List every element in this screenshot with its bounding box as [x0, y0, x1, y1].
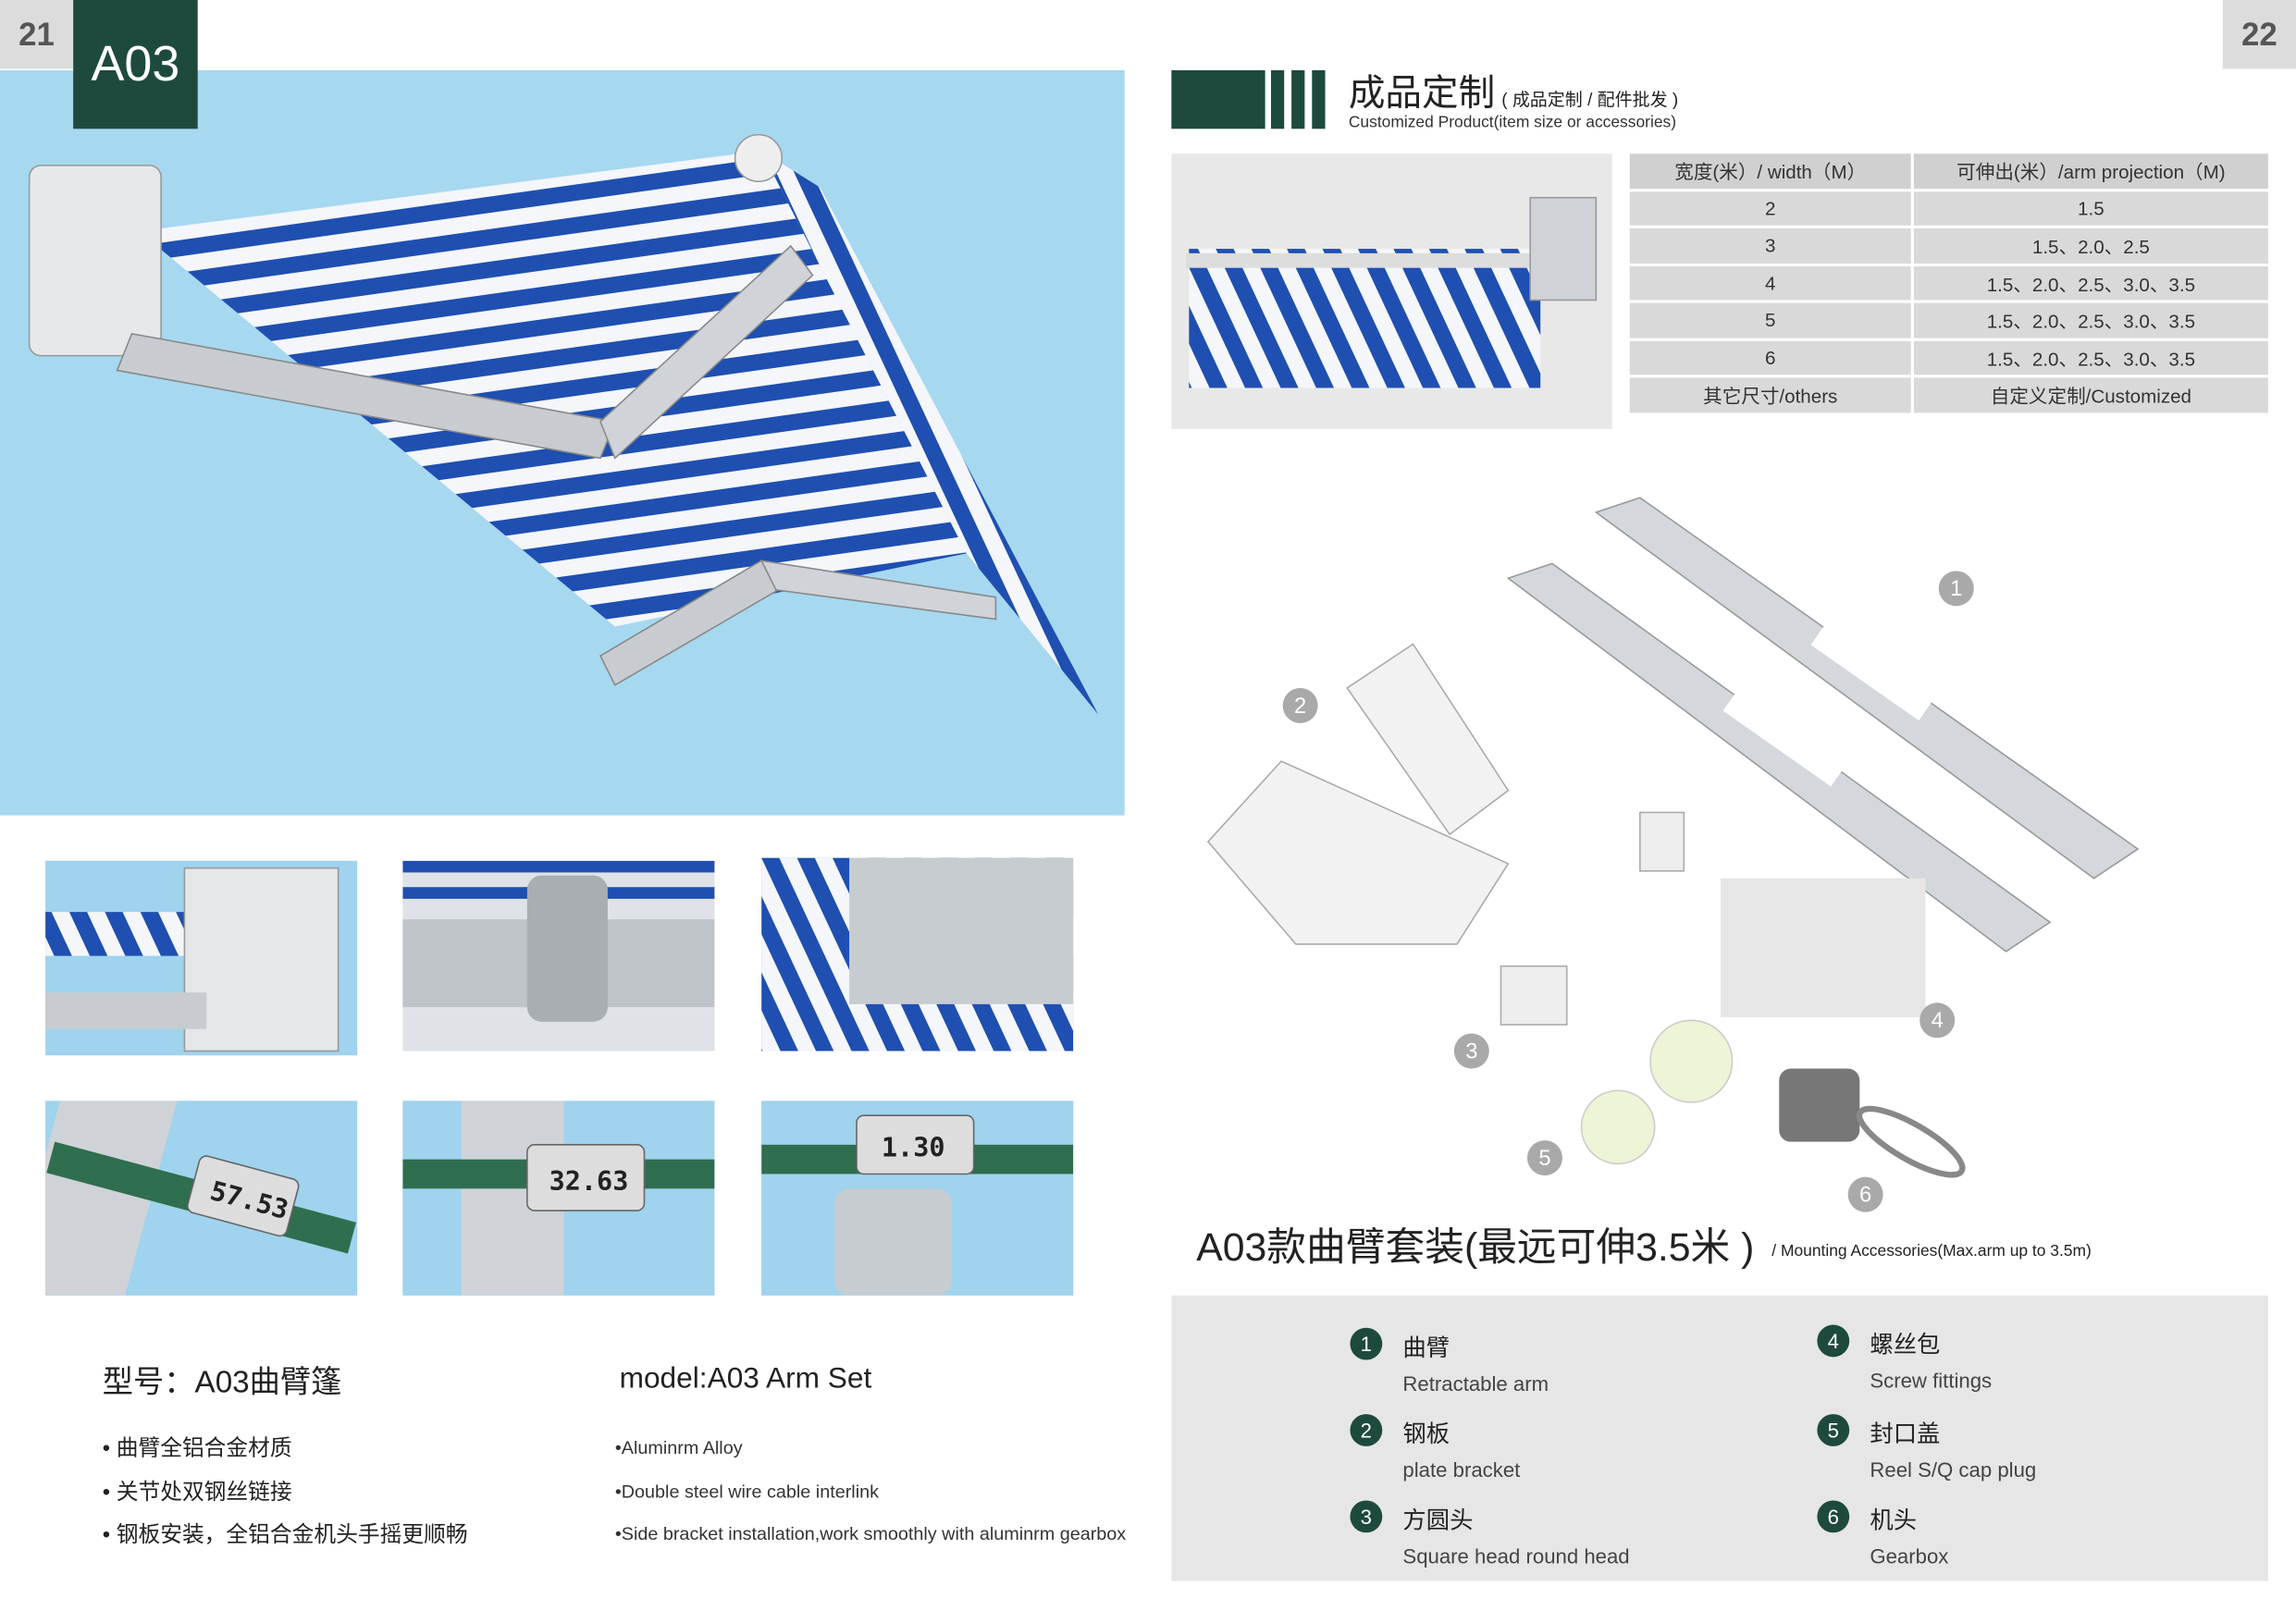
legend-number: 2	[1350, 1414, 1383, 1446]
legend-cn: 方圆头	[1402, 1508, 1474, 1534]
parts-legend: 1 曲臂 Retractable arm 2 钢板 plate bracket 3 方圆头…	[1171, 1295, 2268, 1581]
caliper-photo-3: 1.30	[761, 1100, 1074, 1296]
caliper-photo-2: 32.63	[402, 1100, 715, 1296]
legend-en: Reel S/Q cap plug	[1870, 1457, 2037, 1482]
legend-cn: 螺丝包	[1870, 1334, 1941, 1359]
parts-photo: 1 2 3 4 5 6	[1171, 469, 2268, 1223]
legend-cn: 钢板	[1402, 1422, 1450, 1448]
legend-number: 6	[1817, 1500, 1850, 1533]
table-cell: 1.5、2.0、2.5、3.0、3.5	[1913, 265, 2268, 301]
legend-item: 2 钢板 plate bracket	[1350, 1414, 1520, 1482]
legend-number: 4	[1817, 1324, 1850, 1358]
legend-en: Retractable arm	[1402, 1371, 1549, 1396]
table-cell: 1.5、2.0、2.5	[1913, 227, 2268, 264]
caliper-photo-1: 57.53	[45, 1100, 358, 1296]
legend-item: 4 螺丝包 Screw fittings	[1817, 1324, 1993, 1393]
table-cell: 5	[1629, 302, 1911, 338]
set-title-en: / Mounting Accessories(Max.arm up to 3.5…	[1771, 1242, 2092, 1260]
table-header-row: 宽度(米）/ width（M）可伸出(米）/arm projection（M)	[1629, 154, 2268, 189]
model-title-en: model:A03 Arm Set	[619, 1362, 872, 1396]
awning-illustration	[28, 133, 1099, 715]
caliper-reading: 32.63	[549, 1166, 629, 1198]
callout-2: 2	[1282, 687, 1318, 723]
page-number-right: 22	[2222, 0, 2296, 69]
features-en: •Aluminrm Alloy •Double steel wire cable…	[615, 1427, 1126, 1556]
features-cn: • 曲臂全铝合金材质 • 关节处双钢丝链接 • 钢板安装，全铝合金机头手摇更顺畅	[103, 1427, 468, 1556]
section-subtitle-en: Customized Product(item size or accessor…	[1348, 114, 1677, 132]
table-header: 可伸出(米）/arm projection（M)	[1913, 154, 2268, 189]
table-header: 宽度(米）/ width（M）	[1629, 154, 1911, 189]
table-cell: 1.5、2.0、2.5、3.0、3.5	[1913, 302, 2268, 338]
legend-cn: 曲臂	[1402, 1336, 1450, 1362]
table-cell: 1.5、2.0、2.5、3.0、3.5	[1913, 340, 2268, 375]
detail-photo-joint	[402, 860, 715, 1051]
callout-5: 5	[1526, 1140, 1562, 1176]
legend-en: Screw fittings	[1870, 1369, 1993, 1393]
legend-item: 5 封口盖 Reel S/Q cap plug	[1817, 1414, 2036, 1482]
callout-4: 4	[1920, 1002, 1956, 1039]
detail-photo-end	[761, 857, 1074, 1051]
model-title-cn: 型号：A03曲臂篷	[102, 1365, 342, 1400]
hero-image	[0, 69, 1125, 816]
legend-cn: 封口盖	[1870, 1422, 1941, 1448]
feature-en: •Aluminrm Alloy	[614, 1437, 743, 1458]
size-table: 宽度(米）/ width（M）可伸出(米）/arm projection（M) …	[1627, 151, 2271, 415]
legend-number: 1	[1350, 1327, 1383, 1360]
callout-6: 6	[1847, 1176, 1883, 1212]
feature-cn: • 曲臂全铝合金材质	[102, 1435, 292, 1461]
feature-en: •Double steel wire cable interlink	[614, 1481, 880, 1502]
legend-en: Gearbox	[1870, 1543, 1949, 1568]
callout-3: 3	[1453, 1033, 1489, 1069]
product-photo	[1171, 154, 1612, 429]
legend-item: 6 机头 Gearbox	[1817, 1500, 1948, 1568]
feature-cn: • 关节处双钢丝链接	[102, 1479, 292, 1505]
legend-en: Square head round head	[1402, 1543, 1630, 1568]
table-cell: 6	[1629, 340, 1911, 375]
detail-photo-bracket	[45, 860, 358, 1056]
table-cell: 1.5	[1913, 191, 2268, 226]
feature-cn: • 钢板安装，全铝合金机头手摇更顺畅	[102, 1522, 468, 1548]
feature-en: •Side bracket installation,work smoothly…	[614, 1523, 1127, 1544]
model-badge: A03	[73, 0, 198, 129]
table-cell: 其它尺寸/others	[1629, 377, 1911, 412]
table-cell: 3	[1629, 227, 1911, 264]
table-cell: 自定义定制/Customized	[1913, 377, 2268, 412]
set-title-cn: A03款曲臂套装(最远可伸3.5米 )	[1196, 1224, 1755, 1270]
legend-number: 5	[1817, 1414, 1850, 1446]
legend-cn: 机头	[1870, 1508, 1918, 1534]
legend-en: plate bracket	[1402, 1457, 1521, 1482]
section-title-cn: 成品定制	[1348, 73, 1496, 115]
header-bars-decoration	[1171, 69, 1327, 129]
legend-item: 3 方圆头 Square head round head	[1350, 1500, 1630, 1568]
section-title-cn-sub: ( 成品定制 / 配件批发 )	[1501, 89, 1679, 110]
caliper-reading: 1.30	[881, 1133, 945, 1164]
section-title: 成品定制 ( 成品定制 / 配件批发 )	[1349, 65, 1678, 117]
legend-item: 1 曲臂 Retractable arm	[1350, 1327, 1549, 1396]
table-cell: 4	[1629, 265, 1911, 301]
legend-number: 3	[1350, 1500, 1383, 1533]
page-number-left: 21	[0, 0, 74, 69]
callout-1: 1	[1938, 571, 1974, 607]
table-cell: 2	[1629, 191, 1911, 226]
